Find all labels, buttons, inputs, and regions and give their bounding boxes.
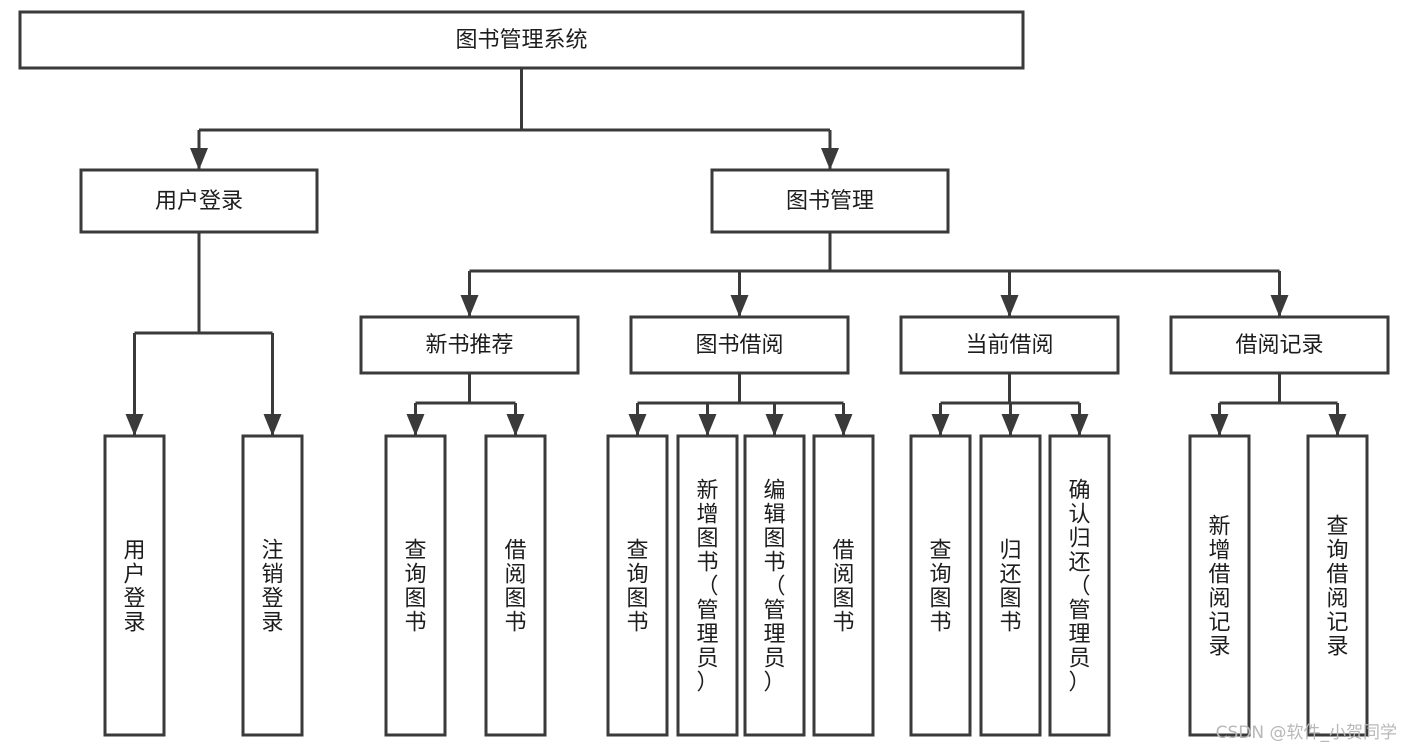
node-l_r_add[interactable]: 新增借阅记录: [1188, 434, 1251, 737]
node-box[interactable]: [899, 315, 1120, 375]
arrow-head-icon: [1000, 295, 1019, 317]
nodes-layer: 图书管理系统用户登录图书管理新书推荐图书借阅当前借阅借阅记录用户登录注销登录查询…: [18, 10, 1390, 737]
arrow-head-icon: [628, 414, 647, 436]
node-label: 查询图书: [929, 539, 951, 636]
node-label: 借阅记录: [1235, 333, 1323, 358]
node-l_c_confirm[interactable]: 确认归还（管理员）: [1048, 434, 1111, 737]
connector-borrow-bus: [628, 373, 853, 436]
node-l_b_borrow[interactable]: 借阅图书: [812, 434, 875, 737]
arrow-head-icon: [506, 414, 525, 436]
node-box[interactable]: [979, 434, 1042, 737]
node-book_mgmt[interactable]: 图书管理: [710, 168, 950, 234]
arrow-head-icon: [406, 414, 425, 436]
node-l_user_logout[interactable]: 注销登录: [241, 434, 304, 737]
node-box[interactable]: [1188, 434, 1251, 737]
node-box[interactable]: [1048, 434, 1111, 737]
node-box[interactable]: [1306, 434, 1369, 737]
connector-newrec-bus: [406, 373, 525, 436]
node-label: 新增借阅记录: [1208, 515, 1230, 660]
node-label: 借阅图书: [504, 539, 526, 636]
node-l_nr_borrow[interactable]: 借阅图书: [484, 434, 547, 737]
node-label: 借阅图书: [832, 539, 854, 636]
node-label: 查询图书: [626, 539, 648, 636]
arrow-head-icon: [1070, 414, 1089, 436]
node-l_r_query[interactable]: 查询借阅记录: [1306, 434, 1369, 737]
node-new_rec[interactable]: 新书推荐: [359, 315, 580, 375]
node-user_login[interactable]: 用户登录: [79, 168, 319, 234]
node-label: 注销登录: [261, 539, 283, 636]
arrow-head-icon: [460, 295, 479, 317]
node-l_b_edit[interactable]: 编辑图书（管理员）: [743, 434, 806, 737]
node-box[interactable]: [103, 434, 166, 737]
watermark-csdn: CSDN @软件_小贺同学: [1215, 723, 1397, 743]
node-label: 新增图书（管理员）: [696, 479, 718, 696]
node-label: 归还图书: [999, 539, 1021, 636]
node-box[interactable]: [676, 434, 739, 737]
node-box[interactable]: [606, 434, 669, 737]
node-box[interactable]: [241, 434, 304, 737]
arrow-head-icon: [1270, 295, 1289, 317]
node-box[interactable]: [710, 168, 950, 234]
node-current[interactable]: 当前借阅: [899, 315, 1120, 375]
connector-records-bus: [1210, 373, 1347, 436]
node-box[interactable]: [18, 10, 1025, 70]
node-label: 当前借阅: [965, 333, 1053, 358]
node-records[interactable]: 借阅记录: [1169, 315, 1390, 375]
node-box[interactable]: [359, 315, 580, 375]
arrow-head-icon: [698, 414, 717, 436]
node-label: 确认归还（管理员）: [1068, 479, 1090, 696]
node-box[interactable]: [629, 315, 850, 375]
connector-root-bus: [190, 68, 839, 170]
node-label: 用户登录: [123, 539, 145, 636]
arrow-head-icon: [1328, 414, 1347, 436]
node-borrow[interactable]: 图书借阅: [629, 315, 850, 375]
edges-layer: [125, 68, 1347, 436]
node-l_nr_query[interactable]: 查询图书: [384, 434, 447, 737]
node-box[interactable]: [743, 434, 806, 737]
node-label: 图书管理: [786, 189, 874, 214]
node-box[interactable]: [1169, 315, 1390, 375]
connector-bookmgmt-bus: [460, 232, 1289, 317]
node-box[interactable]: [812, 434, 875, 737]
node-box[interactable]: [484, 434, 547, 737]
arrow-head-icon: [263, 414, 282, 436]
node-l_b_query[interactable]: 查询图书: [606, 434, 669, 737]
node-box[interactable]: [909, 434, 972, 737]
node-l_c_query[interactable]: 查询图书: [909, 434, 972, 737]
node-label: 图书管理系统: [455, 28, 587, 53]
node-label: 编辑图书（管理员）: [763, 479, 785, 696]
connector-userlogin-bus: [125, 232, 282, 436]
node-l_c_return[interactable]: 归还图书: [979, 434, 1042, 737]
arrow-head-icon: [190, 148, 208, 170]
node-label: 用户登录: [155, 189, 243, 214]
node-label: 图书借阅: [695, 333, 783, 358]
arrow-head-icon: [730, 295, 749, 317]
node-box[interactable]: [384, 434, 447, 737]
arrow-head-icon: [821, 148, 839, 170]
node-label: 查询图书: [404, 539, 426, 636]
node-l_user_login[interactable]: 用户登录: [103, 434, 166, 737]
node-box[interactable]: [79, 168, 319, 234]
arrow-head-icon: [931, 414, 950, 436]
arrow-head-icon: [765, 414, 784, 436]
node-label: 查询借阅记录: [1326, 515, 1348, 660]
node-root[interactable]: 图书管理系统: [18, 10, 1025, 70]
arrow-head-icon: [125, 414, 144, 436]
arrow-head-icon: [1210, 414, 1229, 436]
arrow-head-icon: [1001, 414, 1020, 436]
arrow-head-icon: [834, 414, 853, 436]
node-label: 新书推荐: [425, 333, 513, 358]
node-l_b_add[interactable]: 新增图书（管理员）: [676, 434, 739, 737]
connector-current-bus: [931, 373, 1089, 436]
